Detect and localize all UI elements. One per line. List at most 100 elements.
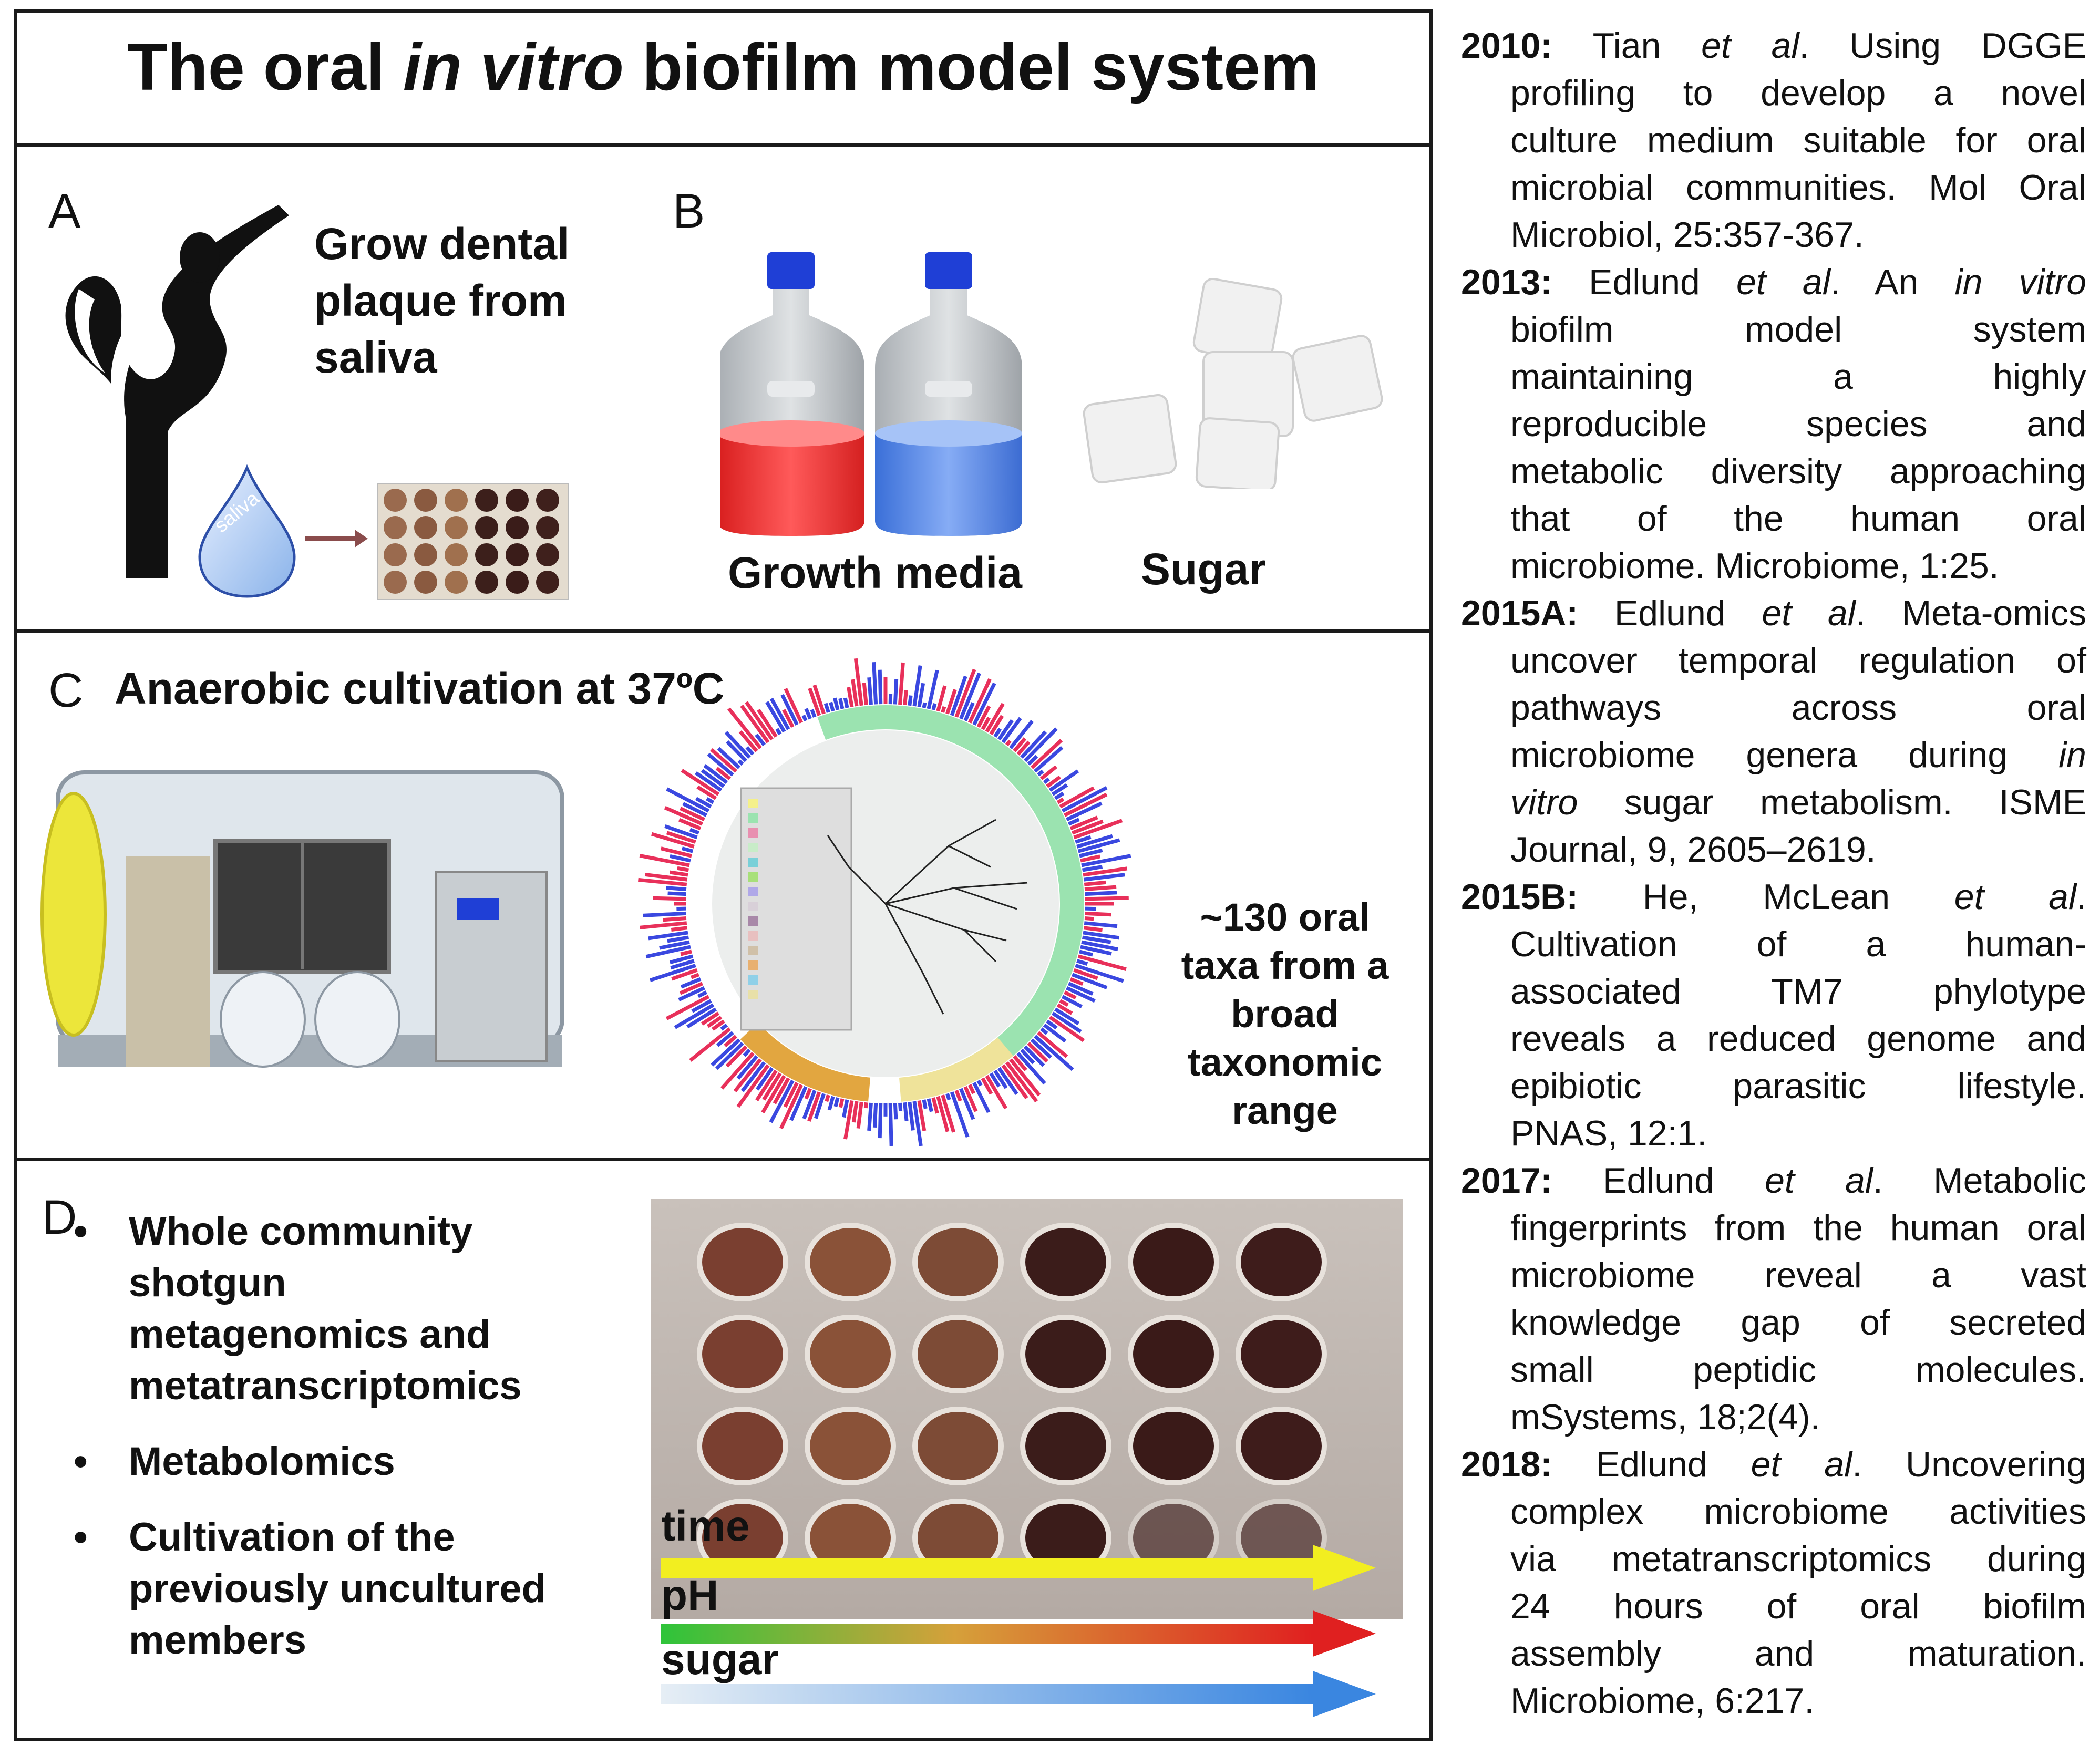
tree-ray [651, 832, 695, 849]
well [1128, 1315, 1219, 1393]
tree-ray [908, 1101, 915, 1131]
tree-ray [689, 828, 699, 835]
small-well [414, 543, 437, 566]
reference-line: reveals a reduced genome and [1461, 1015, 2086, 1062]
tree-ray [954, 1090, 962, 1102]
tree-ray [1054, 1007, 1080, 1026]
reference-text: Edlund [1603, 1161, 1765, 1201]
reference-text: fingerprints from the human oral [1510, 1208, 2086, 1248]
tree-ray [1016, 1052, 1046, 1085]
reference-text: . Uncovering [1852, 1444, 2087, 1484]
tree-ray [1077, 838, 1120, 853]
growth-media-label: Growth media [727, 548, 1023, 597]
reference-text: vitro [1510, 782, 1578, 822]
tree-ray [847, 687, 854, 708]
title-post: biofilm model system [623, 30, 1320, 104]
tree-ray [867, 1102, 873, 1131]
bullet-line: members [129, 1618, 306, 1662]
sugar-arrow-label: sugar [661, 1636, 779, 1683]
tree-ray [853, 658, 863, 706]
sugar-label: Sugar [1140, 544, 1267, 594]
tree-ray [707, 752, 734, 777]
tree-ray [727, 707, 762, 749]
tree-ray [678, 986, 705, 1001]
tree-ray [898, 662, 905, 705]
tree-ray [740, 705, 770, 743]
small-well [536, 543, 559, 566]
tree-ray [666, 831, 696, 844]
tree-ray [669, 870, 688, 877]
tree-ray [780, 694, 799, 726]
tree-ray [856, 1101, 863, 1129]
tree-ray [645, 945, 691, 959]
reference-text: Edlund [1614, 593, 1762, 633]
reference-line: microbiome genera during in [1461, 731, 2086, 779]
tree-ray [945, 689, 957, 715]
tree-ray [993, 1069, 1008, 1089]
tree-ray [717, 747, 741, 769]
reference-text: mSystems, 18;2(4). [1510, 1397, 1820, 1437]
tree-ray [976, 1079, 983, 1087]
panel-c-caption-line: broad [1231, 992, 1339, 1036]
tree-ray [745, 746, 755, 756]
reference-text: pathways across oral [1510, 688, 2086, 728]
tree-ray [674, 1003, 715, 1029]
tree-ray [1084, 880, 1106, 886]
tree-ray [755, 734, 766, 747]
reference-year: 2015B: [1461, 877, 1643, 917]
tree-ray [762, 1072, 782, 1101]
tree-ray [724, 731, 751, 759]
tree-ray [922, 1099, 928, 1109]
tree-ray [801, 714, 808, 722]
well-plate-icon [697, 1223, 1327, 1577]
bullet-item: Whole community shotgun metagenomics and… [74, 1206, 641, 1412]
bullet-line: metagenomics and [129, 1312, 491, 1357]
tree-ray [1030, 739, 1063, 769]
tree-ray [862, 683, 868, 706]
tree-ray [769, 1079, 795, 1123]
tree-ray [1001, 1064, 1028, 1099]
small-well [475, 516, 498, 539]
tree-ray [843, 1100, 854, 1140]
reference-line: metabolic diversity approaching [1461, 448, 2086, 495]
tree-ray [1084, 885, 1117, 891]
tree-ray [1076, 834, 1113, 849]
tree-ray [872, 1103, 878, 1128]
reference-line: biofilm model system [1461, 306, 2086, 353]
tree-ray [1037, 769, 1044, 777]
reference-line: Journal, 9, 2605–2619. [1461, 826, 2086, 873]
tree-ray [912, 665, 922, 707]
small-well [445, 516, 468, 539]
tree-ray [827, 1096, 835, 1111]
small-well [384, 571, 407, 594]
tree-ray [927, 1098, 933, 1112]
reference-text: Microbiol, 25:357-367. [1510, 215, 1864, 255]
tree-ray [931, 703, 937, 710]
reference-year: 2010: [1461, 26, 1593, 66]
tree-ray [963, 1086, 978, 1112]
well [1128, 1407, 1219, 1485]
tree-ray [1069, 815, 1098, 830]
tree-ray [677, 866, 689, 872]
tree-ray [967, 1084, 975, 1094]
tree-ray [950, 675, 967, 716]
tree-ray [715, 767, 731, 780]
well [805, 1223, 896, 1301]
tree-ray [1067, 818, 1080, 826]
well [1020, 1407, 1111, 1485]
tree-ray [1016, 740, 1031, 756]
tree-ray [981, 1077, 993, 1095]
reference-text: microbiome. Microbiome, 1:25. [1510, 546, 1999, 586]
panel-c-heading: Anaerobic cultivation at 37ºC [115, 664, 725, 713]
tree-ray [825, 1094, 830, 1102]
reference-line: associated TM7 phylotype [1461, 968, 2086, 1015]
panel-c-caption-line: taxonomic [1187, 1040, 1383, 1084]
tree-ray [736, 1064, 770, 1108]
tree-ray [725, 1045, 748, 1068]
tree-ray [640, 921, 687, 929]
tree-ray [917, 1100, 927, 1131]
tree-ray [681, 769, 720, 796]
